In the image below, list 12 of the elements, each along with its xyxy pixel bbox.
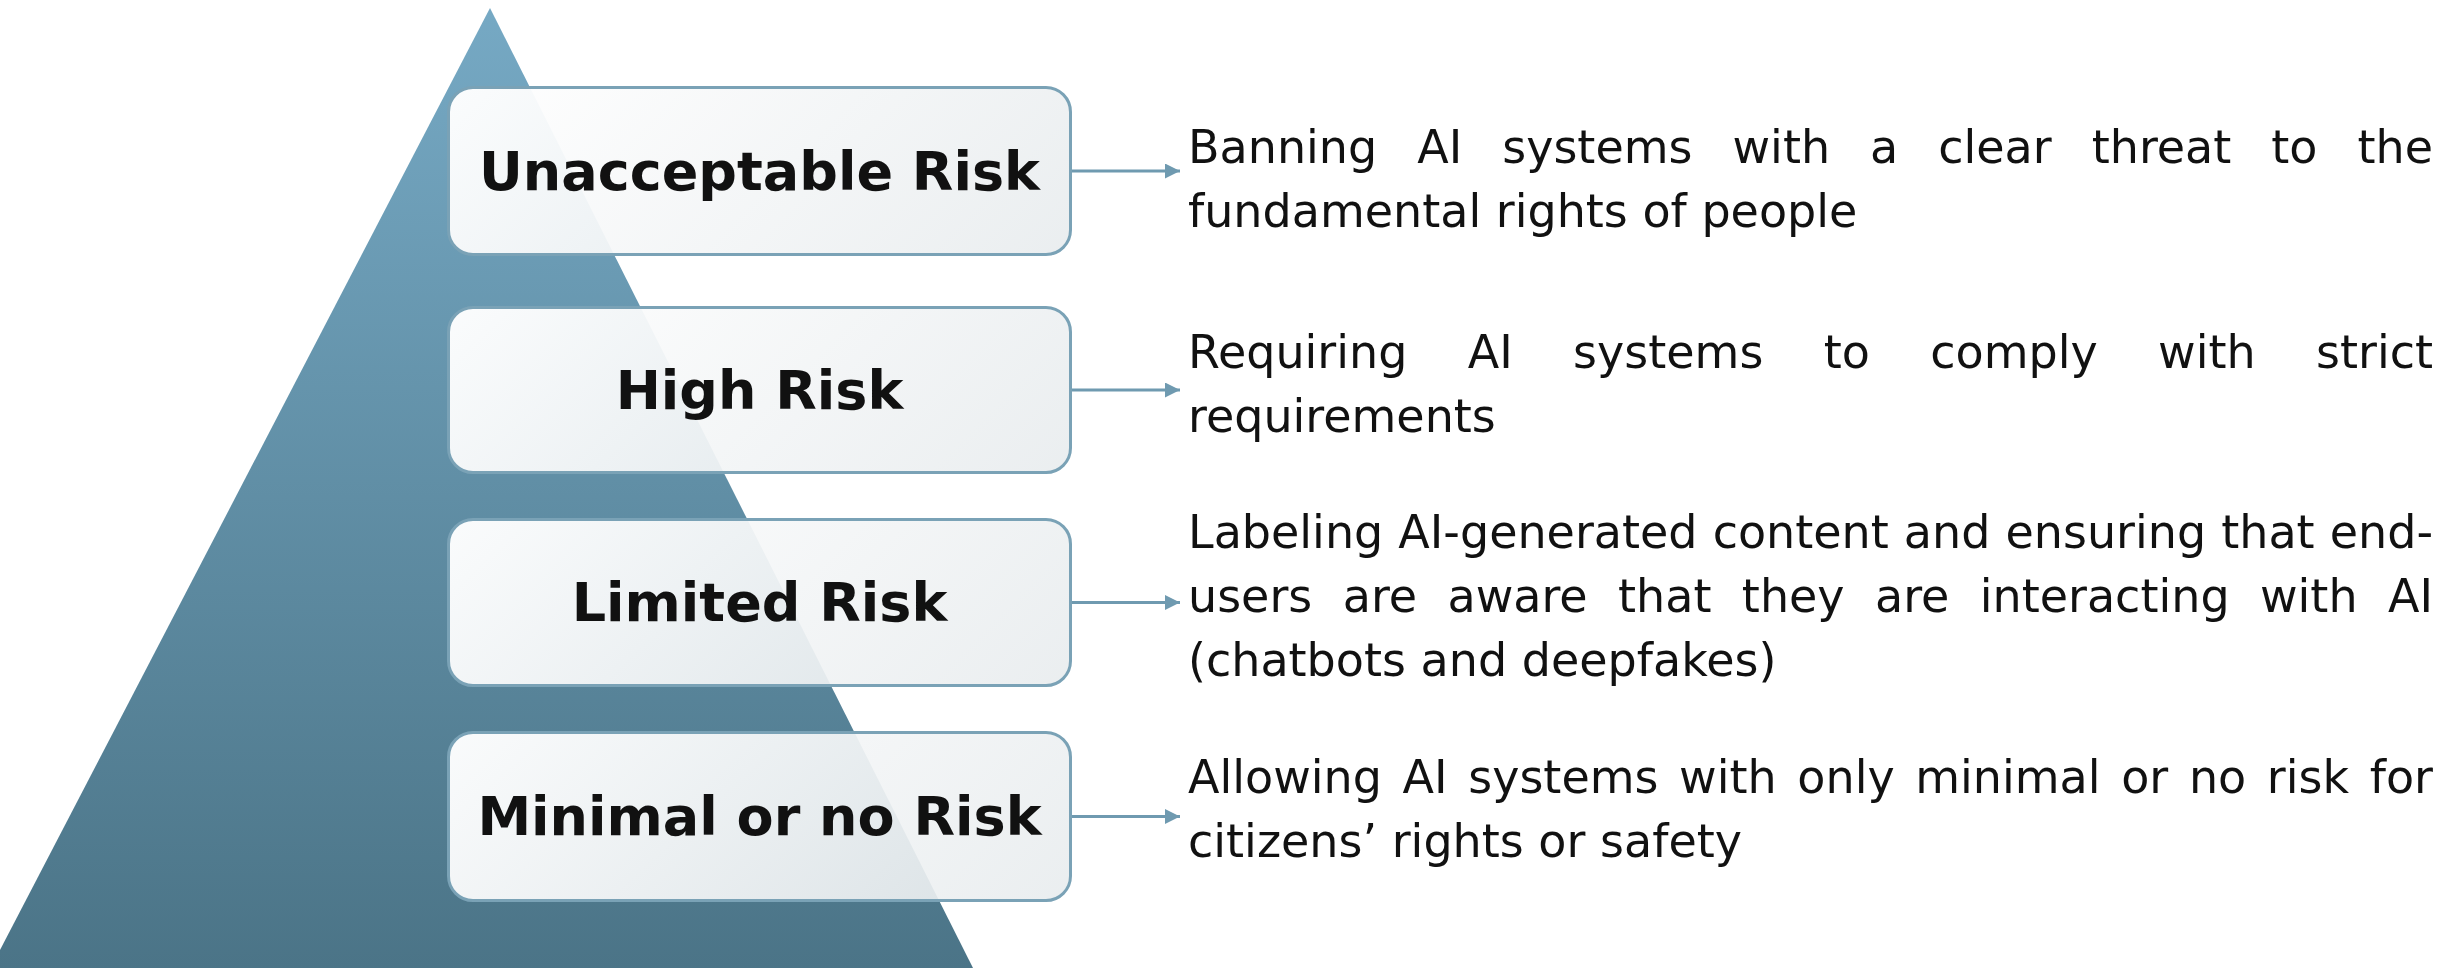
description-text: Requiring AI systems to comply with strict requirements [1188,320,2433,448]
arrow [1072,595,1180,610]
arrow [1072,163,1180,179]
risk-level-box: Unacceptable Risk [447,86,1072,256]
risk-level-box: Limited Risk [447,518,1072,687]
description-text: Allowing AI systems with only minimal or no risk for citizens’ rights or safety [1188,745,2433,873]
description-text: Banning AI systems with a clear threat to the fundamental rights of people [1188,115,2433,243]
description-text: Labeling AI-generated content and ensuring that end-users are aware that they are interacting with AI (chatbots and deepfakes) [1188,500,2433,692]
risk-level-box: Minimal or no Risk [447,731,1072,902]
arrow [1072,382,1180,398]
risk-level-box: High Risk [447,306,1072,474]
arrow [1072,809,1180,824]
